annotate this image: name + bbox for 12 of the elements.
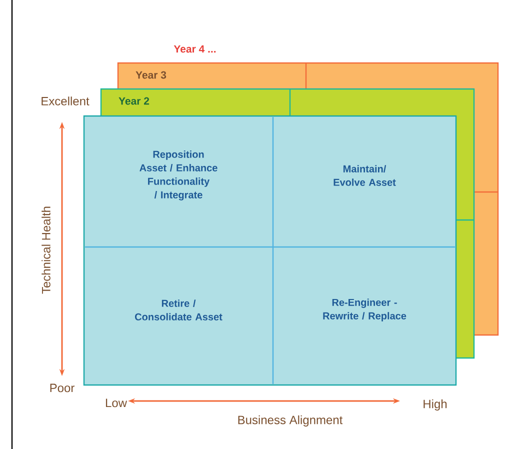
axis-end-label: Excellent xyxy=(42,96,90,106)
year-label: Year 4 ... xyxy=(174,45,216,53)
axis-end-label: Low xyxy=(106,398,128,408)
quadrant-text: Re-Engineer - Rewrite / Replace xyxy=(323,298,406,322)
axis-title: Technical Health xyxy=(42,206,50,294)
quadrant-text: Reposition Asset / Enhance Functionality / Integrate xyxy=(140,150,218,200)
matrix-panel xyxy=(83,115,457,386)
quadrant-text: Maintain/ Evolve Asset xyxy=(334,165,396,186)
quadrant-text: Retire / Consolidate Asset xyxy=(135,300,222,320)
axis-title: Business Alignment xyxy=(238,415,343,427)
axis-end-label: Poor xyxy=(50,384,74,392)
axis-end-label: High xyxy=(424,399,447,411)
